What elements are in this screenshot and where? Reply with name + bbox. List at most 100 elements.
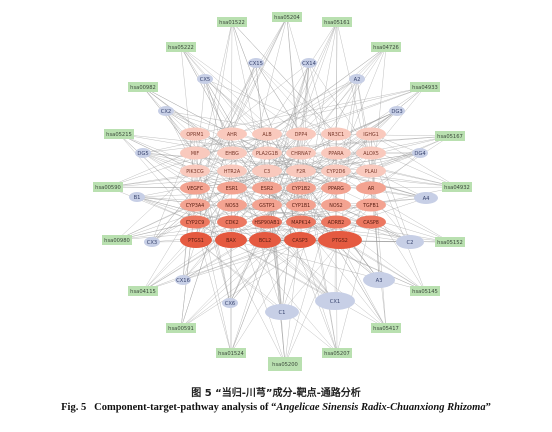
- compound-node-shape: [197, 74, 213, 84]
- target-node-shape: [321, 146, 351, 160]
- pathway-node-shape: [371, 323, 401, 333]
- target-node: PLA2G1B: [252, 146, 282, 160]
- pathway-node: hsa00591: [166, 323, 196, 333]
- target-node-shape: [217, 164, 247, 178]
- target-node-shape: [286, 146, 316, 160]
- pathway-node-label: hsa01522: [219, 20, 245, 26]
- compound-node-label: CX15: [249, 61, 263, 67]
- target-node-shape: [252, 215, 282, 229]
- target-pathway-edge: [286, 16, 302, 189]
- compound-node-shape: [301, 58, 317, 68]
- pathway-node-label: hsa01524: [218, 351, 244, 357]
- target-node-label: AR: [368, 186, 375, 192]
- target-node-label: ESR2: [261, 186, 273, 192]
- target-node-label: HSP90AB1: [254, 220, 279, 226]
- target-node-label: CYP1B1: [292, 203, 310, 209]
- target-pathway-edge: [118, 133, 196, 206]
- target-node-label: CDK2: [225, 220, 238, 226]
- target-node-shape: [321, 164, 351, 178]
- figure-caption-chinese: 图 5 “当归-川芎”成分-靶点-通路分析: [191, 388, 361, 399]
- pathway-node-label: hsa04726: [373, 45, 399, 51]
- pathway-node: hsa04933: [410, 82, 440, 92]
- target-node-shape: [286, 164, 316, 178]
- compound-node: CX14: [301, 58, 317, 68]
- target-node: OPRM1: [180, 127, 210, 141]
- target-node: PPARG: [321, 181, 351, 195]
- target-node-shape: [252, 164, 282, 178]
- compound-node-label: CX16: [176, 278, 190, 284]
- compound-target-edge: [194, 152, 231, 304]
- figure-caption-english: Fig. 5 Component-target-pathway analysis…: [0, 402, 552, 413]
- target-pathway-edge: [370, 133, 458, 188]
- pathway-node-label: hsa05215: [106, 132, 132, 138]
- pathway-node-label: hsa05152: [437, 240, 463, 246]
- target-node: AHR: [217, 127, 247, 141]
- pathway-node-label: hsa05161: [324, 20, 350, 26]
- target-node-label: PPARG: [328, 186, 344, 192]
- target-node-label: OPRM1: [186, 132, 203, 138]
- target-node-label: MAPK14: [291, 220, 311, 226]
- compound-node: DG4: [412, 148, 428, 158]
- caption-italic-title: Angelicae Sinensis Radix-Chuanxiong Rhiz…: [276, 402, 486, 413]
- compound-node-label: CX3: [147, 240, 157, 246]
- compound-node-label: B1: [134, 195, 141, 201]
- compound-node-shape: [129, 192, 145, 202]
- target-pathway-edge: [107, 170, 233, 188]
- target-node-shape: [217, 127, 247, 141]
- target-pathway-edge: [370, 135, 451, 172]
- target-node-label: CYP2D6: [327, 169, 346, 175]
- target-node-label: PIK3CG: [186, 169, 204, 175]
- target-node-shape: [252, 127, 282, 141]
- pathway-node-shape: [268, 357, 302, 371]
- target-pathway-edge: [118, 133, 196, 172]
- pathway-node-label: hsa05417: [373, 326, 399, 332]
- compound-node-label: DG4: [414, 151, 426, 157]
- pathway-node-label: hsa04932: [444, 185, 470, 191]
- target-pathway-edge: [266, 21, 338, 189]
- pathway-node-shape: [322, 17, 352, 27]
- compound-node: CX15: [248, 58, 264, 68]
- compound-node-shape: [158, 106, 174, 116]
- compound-node-shape: [248, 58, 264, 68]
- target-node-label: CYP2C9: [186, 220, 205, 226]
- target-pathway-edge: [116, 187, 337, 241]
- target-node: ESR1: [217, 181, 247, 195]
- target-pathway-edge: [300, 187, 387, 329]
- compound-target-edge: [231, 187, 336, 302]
- compound-target-edge: [231, 152, 283, 313]
- pathway-node-shape: [102, 235, 132, 245]
- pathway-node-label: hsa05204: [274, 15, 300, 21]
- target-pathway-edge: [194, 187, 338, 354]
- target-pathway-edge: [142, 133, 302, 292]
- pathway-node-label: hsa00591: [168, 326, 194, 332]
- pathway-node: hsa01524: [216, 348, 246, 358]
- target-node-shape: [180, 181, 210, 195]
- compound-target-edge: [142, 152, 196, 189]
- target-pathway-edge: [230, 21, 338, 241]
- pathway-node-shape: [128, 286, 158, 296]
- target-pathway-edge: [180, 46, 196, 189]
- pathway-node: hsa05417: [371, 323, 401, 333]
- target-node-label: BAX: [226, 238, 237, 244]
- target-node-shape: [356, 198, 386, 212]
- target-pathway-edge: [335, 133, 458, 188]
- compound-target-edge: [142, 152, 268, 206]
- target-node-label: PTGS2: [332, 238, 348, 244]
- pathway-node: hsa00590: [93, 182, 123, 192]
- target-node-label: ALOX5: [363, 151, 379, 157]
- compound-node-shape: [144, 237, 160, 247]
- compound-node-label: CX2: [161, 109, 171, 115]
- pathway-node-label: hsa05200: [272, 362, 298, 368]
- target-node-label: ALB: [262, 132, 271, 138]
- target-node-shape: [356, 127, 386, 141]
- target-node-shape: [180, 127, 210, 141]
- target-node: ADRB2: [321, 215, 351, 229]
- pathway-node-label: hsa05167: [437, 134, 463, 140]
- target-node-label: PLA2G1B: [256, 151, 278, 157]
- compound-node-label: DG3: [391, 109, 402, 115]
- compound-node-label: A2: [354, 77, 361, 83]
- target-pathway-edge: [336, 221, 372, 354]
- target-pathway-edge: [194, 187, 232, 354]
- target-pathway-edge: [286, 16, 302, 172]
- target-node-label: NR3C1: [328, 132, 344, 138]
